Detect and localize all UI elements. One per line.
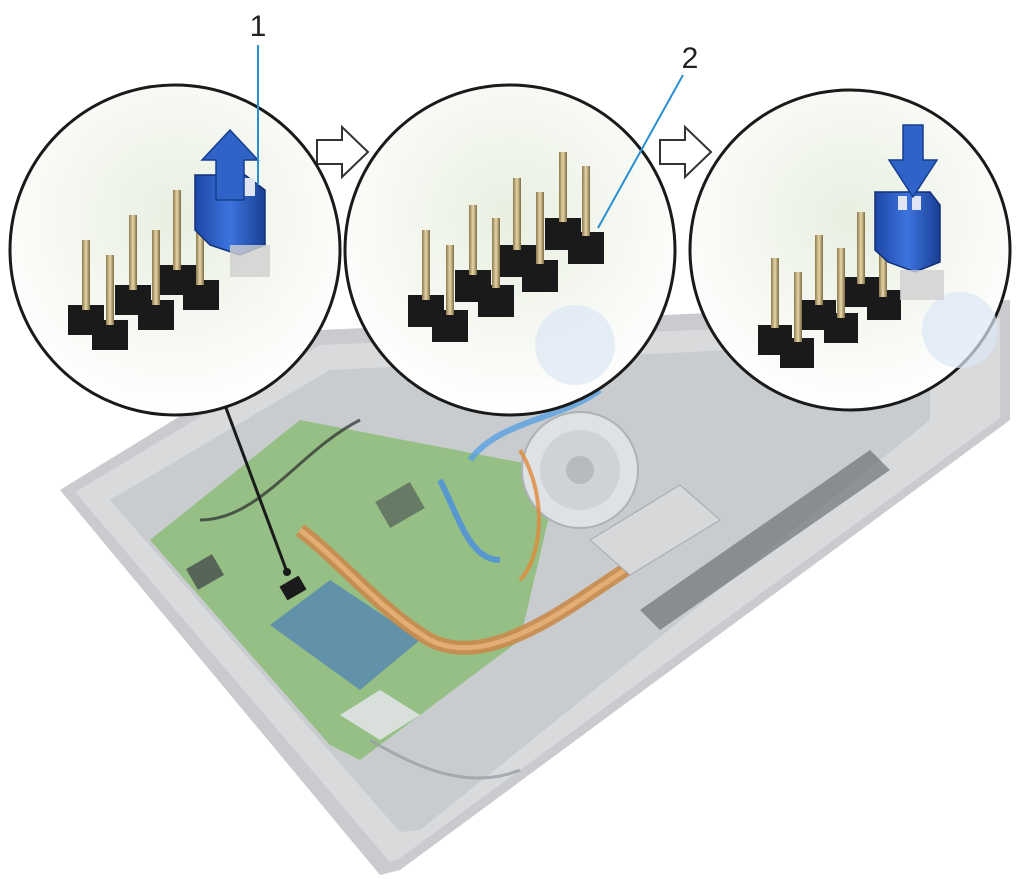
heat-pipe <box>295 524 644 655</box>
callout-2: 2 <box>597 42 699 229</box>
pin-header <box>68 190 219 350</box>
pin-header <box>758 212 901 368</box>
cables <box>199 387 602 780</box>
jumper-cap <box>874 191 941 273</box>
step-arrow-2 <box>659 124 713 180</box>
speaker-bar <box>640 450 890 630</box>
jumper-cap <box>194 174 266 256</box>
motherboard <box>150 420 560 760</box>
zoom-circle-step-2 <box>343 83 677 417</box>
callout-1: 1 <box>250 10 267 185</box>
jumper-location-marker <box>224 407 307 601</box>
step-arrow-1 <box>316 124 370 180</box>
zoom-circle-step-1 <box>8 83 342 417</box>
pin-header <box>408 152 604 342</box>
callout-number-2: 2 <box>682 42 699 75</box>
zoom-circle-step-3 <box>688 88 1012 412</box>
callout-number-1: 1 <box>250 10 267 43</box>
system-fan <box>521 411 721 576</box>
arrow-up-icon <box>200 128 260 201</box>
arrow-down-icon <box>887 124 939 199</box>
